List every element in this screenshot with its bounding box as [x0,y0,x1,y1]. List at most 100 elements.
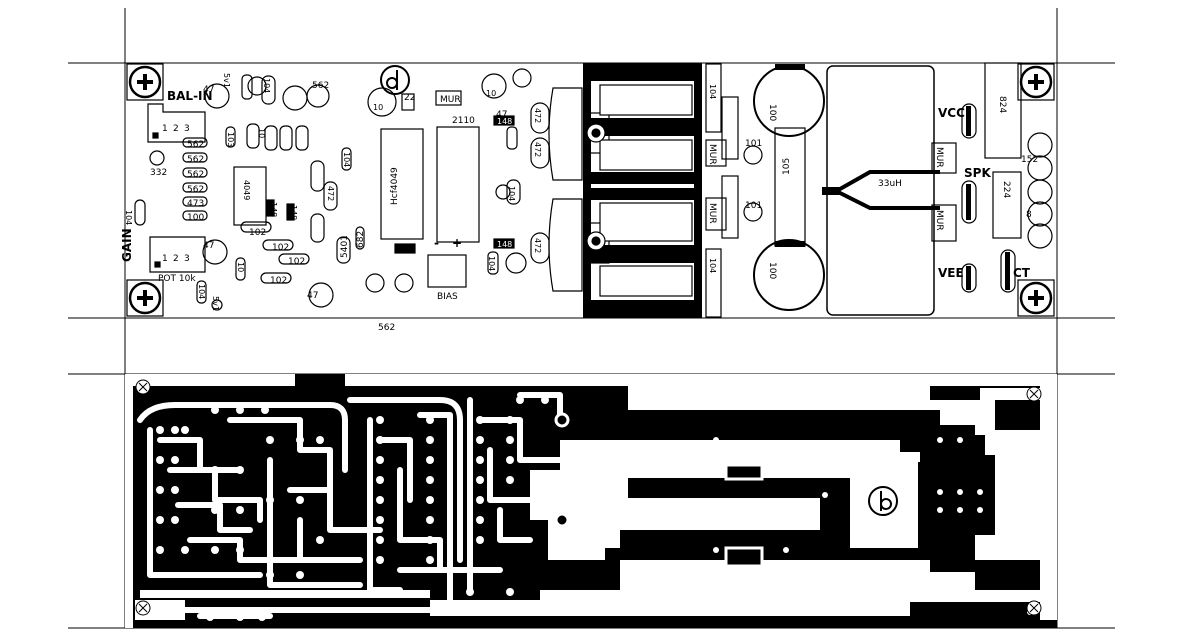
label-r152: 152 [1021,155,1038,165]
label-c102b: 102 [272,243,289,253]
label-r8: 8 [1026,210,1032,220]
bal-in-connector [147,103,206,143]
label-pin-1: 1 [162,124,168,134]
label-c47a: 47 [203,85,214,95]
label-c47b: 47 [203,241,214,251]
label-mur-c: MUR [934,147,944,168]
label-c101a: 101 [745,139,762,149]
label-c224: 224 [1001,181,1011,198]
label-c104d: 104 [197,284,206,299]
label-c104c: 104 [507,186,516,201]
transistor-screws [586,123,606,251]
label-ic1: Hcf4049 [390,167,400,205]
label-c100b: 100 [767,262,777,279]
dc-logo-bottom [868,486,898,516]
label-pot: POT 10k [158,274,196,284]
label-res-3: 562 [187,170,204,180]
label-d148c: 148 [497,117,512,126]
label-c101b: 101 [745,201,762,211]
label-res-6: 100 [187,213,204,223]
label-z5v1a: 5v1 [222,73,231,88]
label-vee: VEE [938,266,964,280]
label-r472a: 472 [326,186,335,201]
label-c47d: 47 [496,110,507,120]
output-pads [554,412,570,528]
label-c104a: 104 [262,78,271,93]
label-ct: CT [1013,266,1031,280]
silkscreen-labels: BAL-IN 1 2 3 GAIN 1 2 3 POT 10k 562 562 … [120,73,1038,333]
label-c102d: 102 [270,276,287,286]
label-mur-top: MUR [440,95,461,105]
label-mur-d: MUR [934,210,944,231]
label-c102c: 102 [288,257,305,267]
label-r472d: 472 [533,238,542,253]
copper-layer [125,374,1057,628]
mounting-hole-top-left [126,63,164,101]
label-r562a: 562 [312,81,329,91]
label-vcc: VCC [938,106,965,120]
label-pin-2: 2 [173,124,179,134]
label-c10d: 10 [486,89,496,98]
label-c104b: 104 [342,152,351,167]
label-ic1-alt: 4049 [242,180,251,200]
label-gain: GAIN [120,228,134,262]
label-c10a: 10 [236,262,245,272]
label-r472b: 472 [533,108,542,123]
label-c100a: 100 [767,104,777,121]
label-c10c: 10 [257,128,266,138]
label-z5v1b: 5v1 [211,296,220,311]
label-res-2: 562 [187,155,204,165]
label-plus: + [452,236,462,250]
label-mur-a: MUR [707,144,717,165]
label-r562b: 562 [378,323,395,333]
label-c22: 22 [404,93,415,103]
signal-traces [137,392,563,619]
label-r682: 682 [356,231,366,248]
mounting-hole-bottom-right [1017,279,1055,317]
label-pin-3: 3 [184,124,190,134]
label-r103: 103 [226,132,235,147]
label-c105: 105 [782,158,792,175]
label-res-5: 473 [187,199,204,209]
label-d148d: 148 [497,240,512,249]
label-gain-pin-2: 2 [173,254,179,264]
resistor-stack [134,137,208,226]
label-gain-pin-1: 1 [162,254,168,264]
pad-markers-top [966,106,1010,290]
label-q5401: 5401 [340,235,350,258]
label-c102a: 102 [249,228,266,238]
label-r332: 332 [150,168,167,178]
label-gain-pin-3: 3 [184,254,190,264]
mounting-hole-bottom-left [126,279,164,317]
label-res-1: 562 [187,140,204,150]
copper-clearance [125,374,1057,628]
label-c824: 824 [997,96,1007,113]
mounting-hole-top-right [1017,63,1055,101]
slots [724,463,764,568]
label-c104g: 104 [124,210,133,225]
pads [156,396,549,621]
mounting-holes-bottom [135,379,1042,616]
heatsink-windows [599,84,693,297]
label-c10b: 10 [373,103,383,112]
inductor-wires [822,170,940,210]
small-parts [196,68,550,311]
label-c47c: 47 [307,291,318,301]
label-ic2: 2110 [452,116,475,126]
label-d148b: 148 [289,205,298,220]
heatsink [583,63,702,318]
gain-connector [149,236,206,273]
label-mur-b: MUR [707,203,717,224]
label-spk: SPK [964,166,991,180]
power-cap-polarity [775,64,805,247]
label-c104e: 104 [708,84,717,99]
label-r472c: 472 [533,142,542,157]
label-bias: BIAS [437,292,458,302]
label-c104h: 104 [487,256,496,271]
power-section [705,62,1053,318]
label-res-4: 562 [187,185,204,195]
label-d148a: 148 [269,202,278,217]
silkscreen-layer [126,62,1055,318]
